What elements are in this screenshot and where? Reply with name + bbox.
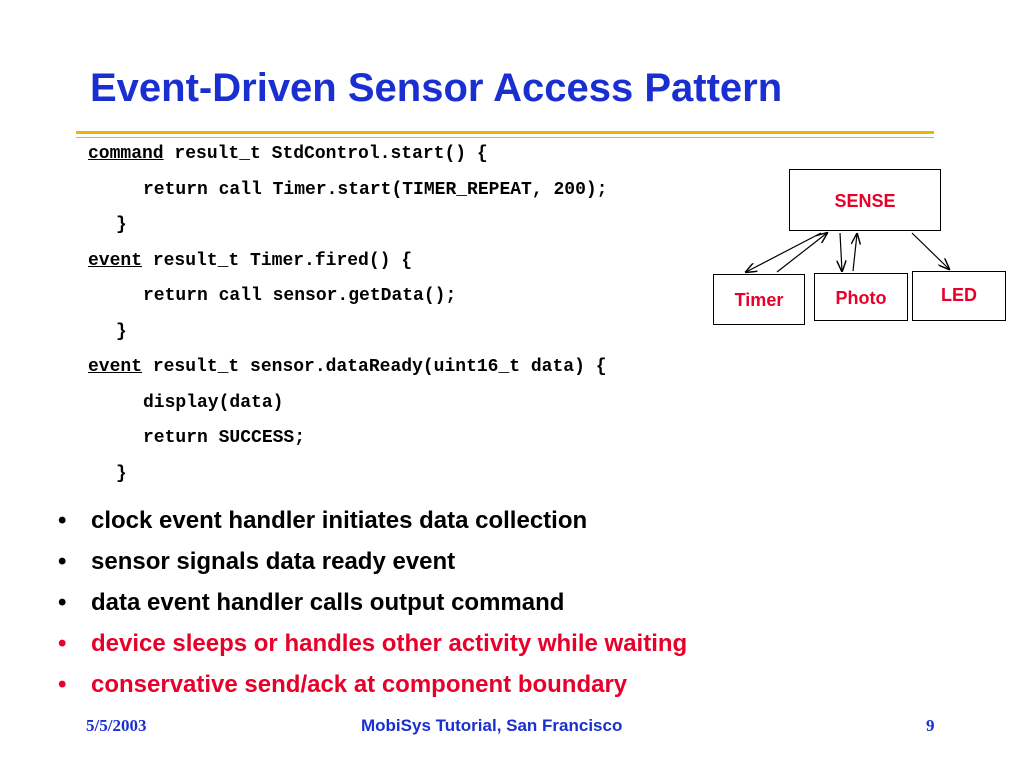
bullet-marker: • xyxy=(58,630,67,657)
bullet-text: data event handler calls output command xyxy=(91,589,565,616)
bullet-list: • clock event handler initiates data coll… xyxy=(58,506,687,711)
code-keyword: event xyxy=(88,250,143,271)
arrow-timer-to-sense xyxy=(776,233,827,273)
sense-component: SENSE xyxy=(789,169,941,231)
code-listing: command result_t StdControl.start() { re… xyxy=(88,141,607,496)
code-line-4: event result_t Timer.fired() { xyxy=(88,248,607,284)
bullet-marker: • xyxy=(58,548,67,575)
code-text: result_t Timer.fired() { xyxy=(142,250,413,271)
code-line-8: display(data) xyxy=(143,392,284,413)
bullet-text: sensor signals data ready event xyxy=(91,548,456,575)
bullet-marker: • xyxy=(58,507,67,534)
code-text: result_t StdControl.start() { xyxy=(163,144,488,164)
code-line-1: command result_t StdControl.start() { xyxy=(88,141,607,177)
code-line-3: } xyxy=(116,215,127,235)
photo-component: Photo xyxy=(814,273,908,321)
bullet-item: • data event handler calls output command xyxy=(58,588,687,629)
code-keyword: event xyxy=(88,357,143,377)
arrow-photo-to-sense xyxy=(853,234,857,272)
bullet-item: • clock event handler initiates data coll… xyxy=(58,506,687,547)
title-divider-thin xyxy=(76,137,934,138)
code-line-2: return call Timer.start(TIMER_REPEAT, 20… xyxy=(143,179,608,200)
title-divider xyxy=(76,131,934,134)
bullet-item: • sensor signals data ready event xyxy=(58,547,687,588)
led-component: LED xyxy=(912,271,1006,321)
bullet-marker: • xyxy=(58,589,67,616)
arrow-sense-to-led xyxy=(911,232,949,269)
bullet-item: • conservative send/ack at component boun… xyxy=(58,670,687,711)
arrow-sense-to-photo xyxy=(840,232,842,271)
diagram-arrows xyxy=(700,160,1020,340)
bullet-marker: • xyxy=(58,671,67,698)
component-diagram: SENSE Timer Photo LED xyxy=(700,160,1020,340)
footer-date: 5/5/2003 xyxy=(86,716,147,735)
bullet-text: clock event handler initiates data colle… xyxy=(91,507,588,534)
code-line-7: event result_t sensor.dataReady(uint16_t… xyxy=(88,354,607,390)
bullet-text: conservative send/ack at component bound… xyxy=(91,671,628,698)
footer-event: MobiSys Tutorial, San Francisco xyxy=(361,716,623,735)
page-number: 9 xyxy=(926,716,935,735)
arrow-sense-to-timer xyxy=(746,232,822,272)
code-text: result_t sensor.dataReady(uint16_t data)… xyxy=(142,357,607,377)
slide-title: Event-Driven Sensor Access Pattern xyxy=(90,66,783,110)
code-line-9: return SUCCESS; xyxy=(143,428,306,448)
timer-component: Timer xyxy=(713,274,805,325)
code-line-10: } xyxy=(116,463,127,484)
code-line-5: return call sensor.getData(); xyxy=(143,286,457,306)
code-keyword: command xyxy=(88,144,164,164)
bullet-item: • device sleeps or handles other activity… xyxy=(58,629,687,670)
bullet-text: device sleeps or handles other activity … xyxy=(91,630,688,657)
code-line-6: } xyxy=(116,321,127,342)
